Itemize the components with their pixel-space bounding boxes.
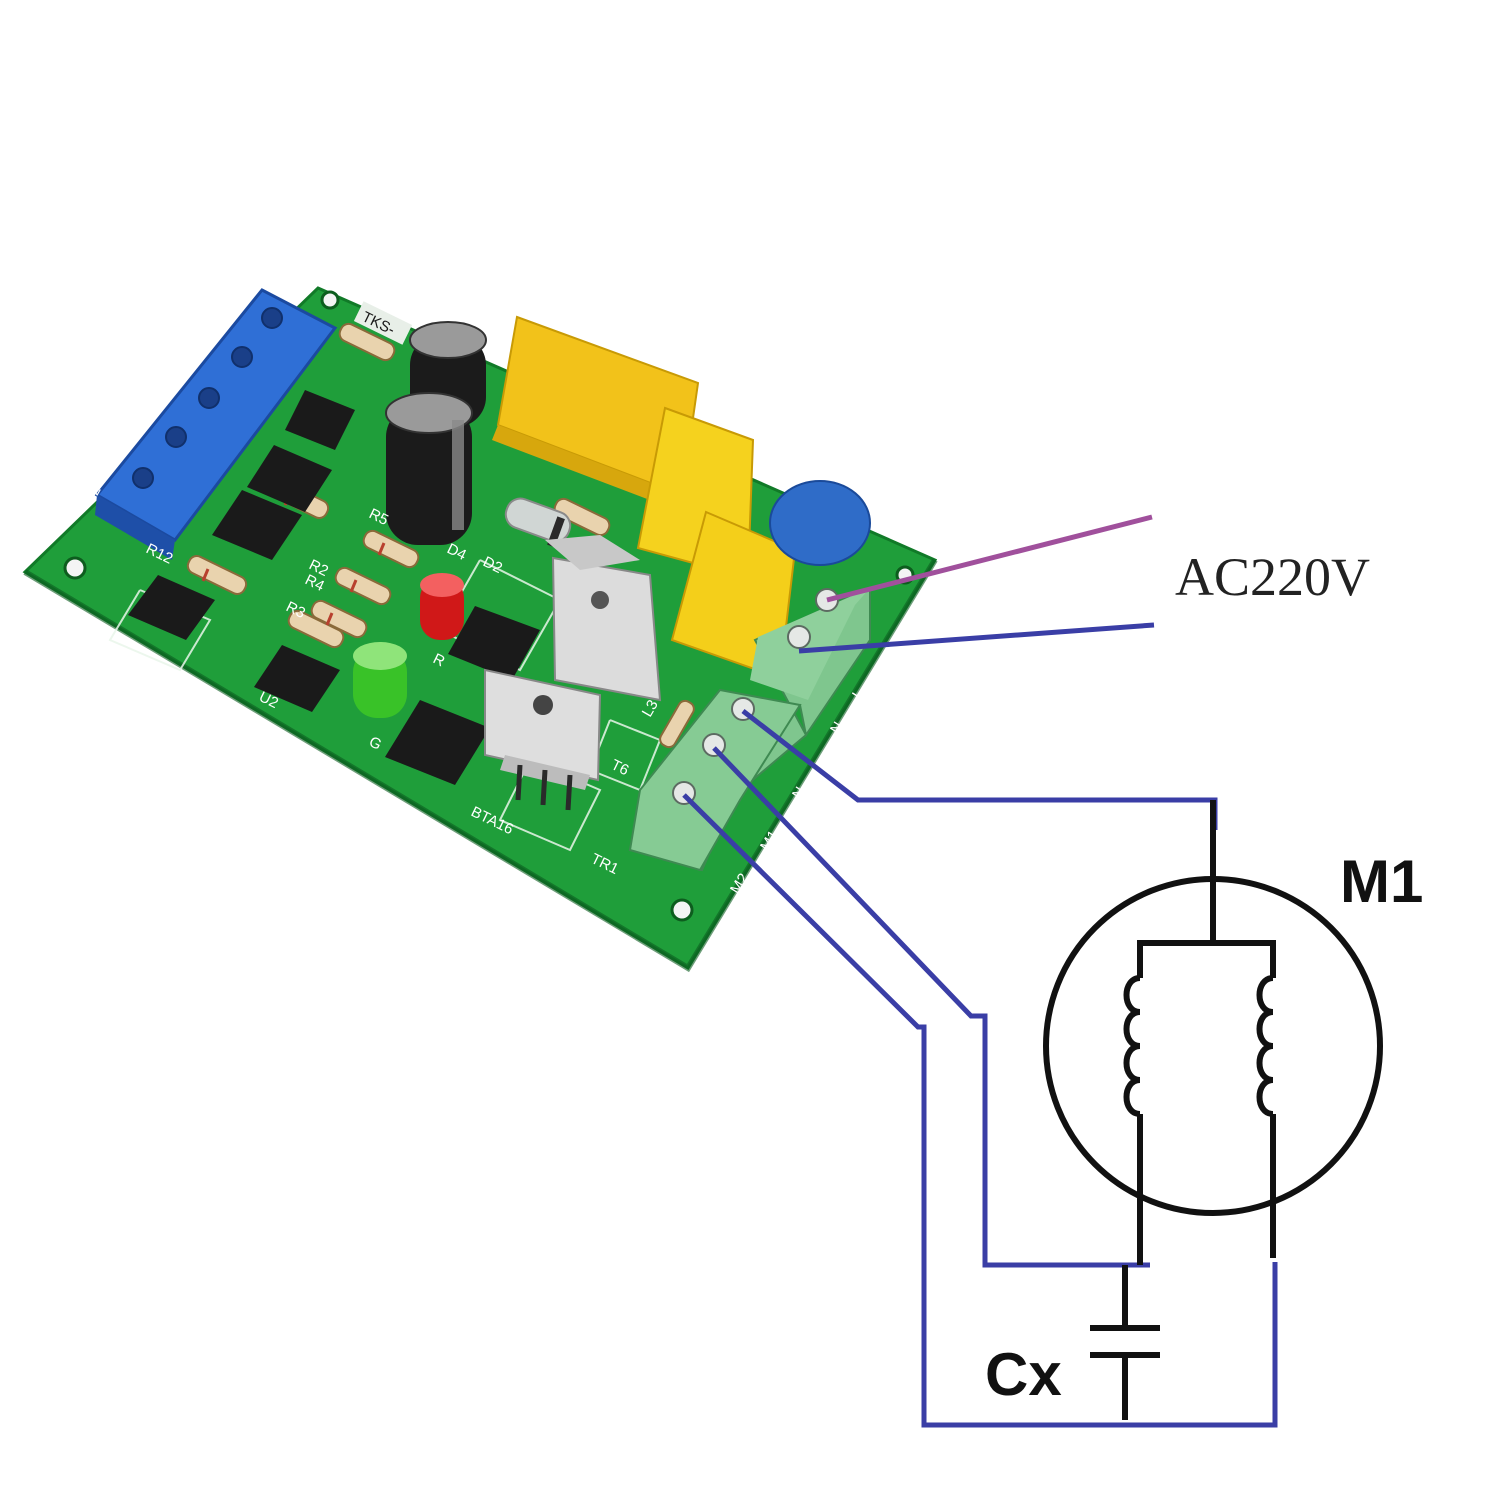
wire-m2-to-loop bbox=[682, 793, 1278, 1428]
winding-left-coil bbox=[1123, 975, 1141, 1117]
pcb-edge bbox=[23, 558, 938, 973]
wire-m1-to-capacitor bbox=[712, 746, 1150, 1268]
part-ref: U2 bbox=[256, 688, 281, 712]
part-ref: R4 bbox=[302, 571, 327, 595]
part-ref: D4 bbox=[444, 540, 469, 564]
led-green bbox=[353, 642, 407, 718]
part-ref: L3 bbox=[639, 697, 662, 720]
pcb-board: TKS- L N N M1 M2 220 50Hz BTA16 TR1 R12 … bbox=[22, 286, 938, 973]
triac bbox=[484, 668, 602, 811]
ic-chip bbox=[128, 390, 540, 785]
motor-symbol bbox=[1043, 876, 1383, 1216]
part-ref: T6 bbox=[608, 756, 631, 779]
wire-supply-n bbox=[798, 622, 1155, 654]
part-ref: V2 bbox=[81, 483, 105, 507]
part-ref: D2 bbox=[480, 553, 505, 577]
wire-supply-l bbox=[826, 514, 1153, 603]
mounting-hole bbox=[670, 898, 694, 922]
motor-schematic bbox=[1043, 800, 1383, 1420]
model-label-plate bbox=[353, 301, 413, 345]
electrolytic-capacitor bbox=[385, 392, 473, 545]
input-terminal-block bbox=[94, 288, 338, 560]
mounting-hole bbox=[63, 556, 87, 580]
mounting-hole bbox=[320, 290, 340, 310]
screw-terminal bbox=[132, 307, 283, 489]
winding-right-coil bbox=[1256, 975, 1274, 1117]
led-red bbox=[420, 573, 464, 640]
part-ref: R3 bbox=[283, 598, 308, 622]
triac bbox=[545, 535, 662, 702]
motor-label: M1 bbox=[1340, 848, 1423, 915]
part-ref: R5 bbox=[366, 505, 391, 529]
capacitor-label: Cx bbox=[985, 1341, 1062, 1408]
ceramic-capacitor bbox=[769, 480, 871, 566]
part-ref: R2 bbox=[306, 556, 331, 580]
wiring bbox=[682, 514, 1278, 1428]
supply-voltage-label: AC220V bbox=[1175, 547, 1370, 607]
